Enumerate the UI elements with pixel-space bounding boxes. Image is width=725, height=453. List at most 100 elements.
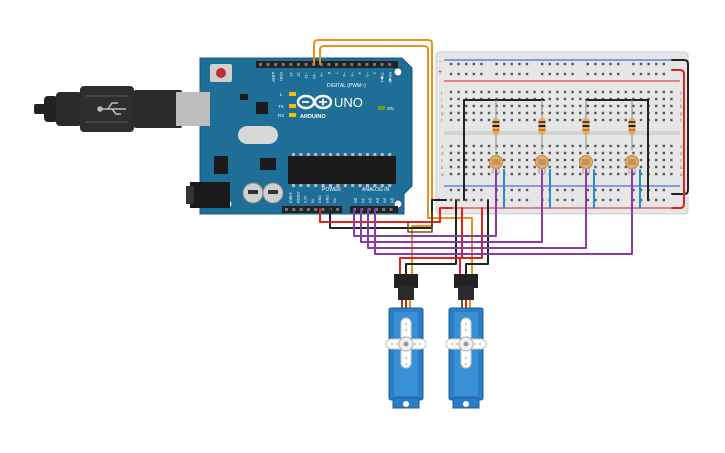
bb-rail-hole: [457, 72, 460, 76]
chip-pin: [336, 153, 340, 156]
bb-rail-hole: [594, 62, 597, 66]
power-pin-label: RESET: [296, 190, 300, 203]
bb-hole: [533, 144, 536, 148]
bb-rail-hole: [503, 72, 506, 76]
bb-hole: [563, 90, 567, 94]
bb-hole: [563, 165, 567, 169]
bb-hole: [518, 158, 521, 162]
bb-hole: [563, 111, 567, 115]
bb-rail-hole: [632, 198, 635, 202]
bb-rail-hole: [655, 188, 658, 192]
servo-horn-hole: [451, 343, 453, 345]
bb-hole: [548, 90, 551, 94]
bb-rail-hole: [563, 198, 567, 202]
atmega-chip: [288, 156, 396, 184]
bb-hole: [525, 165, 529, 169]
bb-hole: [571, 104, 574, 108]
bb-rail-hole: [655, 62, 658, 66]
bb-hole: [487, 90, 491, 94]
resistor-band: [538, 125, 546, 127]
bb-hole: [609, 111, 612, 115]
servo-shaft-screw: [403, 341, 409, 347]
bb-hole: [503, 90, 506, 94]
bb-rail-hole: [480, 72, 483, 76]
bb-hole: [480, 158, 483, 162]
wires: [313, 39, 689, 277]
header-hole: [382, 208, 386, 211]
bb-row-letter: j: [679, 90, 681, 95]
bb-rail-hole: [518, 72, 521, 76]
breadboard-components: [489, 100, 639, 174]
power-pin-label: 3.3V: [304, 195, 308, 203]
bb-hole: [594, 165, 597, 169]
bb-row-letter: d: [441, 151, 444, 156]
bb-hole: [594, 111, 597, 115]
bb-rail-hole: [609, 188, 612, 192]
bb-row-letter: f: [441, 118, 443, 123]
wire-orange-servo1-signal: [313, 39, 433, 277]
servo-horn-hole: [405, 329, 407, 331]
bb-hole: [449, 97, 453, 101]
bb-hole: [655, 172, 658, 176]
header-hole: [335, 63, 338, 66]
bb-rail-hole: [465, 198, 468, 202]
bb-rail-hole: [594, 72, 597, 76]
bb-hole: [457, 158, 460, 162]
chip-pin: [321, 184, 325, 187]
bb-rail-hole: [601, 198, 605, 202]
bb-hole: [655, 97, 658, 101]
bb-hole: [662, 104, 665, 108]
bb-hole: [525, 158, 529, 162]
bb-rail-hole: [472, 188, 475, 192]
bb-rail-hole: [662, 62, 665, 66]
servo-connector: [454, 274, 478, 288]
on-label: ON: [387, 106, 394, 111]
bb-rail-hole: [617, 198, 620, 202]
servo-horn-hole: [465, 357, 467, 359]
bb-hole: [548, 97, 551, 101]
wire-red-servo2-vcc: [459, 207, 483, 277]
bb-hole: [465, 144, 468, 148]
bb-hole: [624, 104, 627, 108]
bb-hole: [548, 118, 551, 122]
bb-rail-hole: [601, 188, 605, 192]
bb-hole: [457, 165, 460, 169]
breadboard-holes: [449, 62, 673, 202]
bb-hole: [556, 144, 559, 148]
bb-hole: [655, 144, 658, 148]
bb-hole: [487, 158, 491, 162]
bb-hole: [586, 104, 589, 108]
bb-rail-hole: [457, 62, 460, 66]
bb-hole: [609, 90, 612, 94]
header-hole: [336, 208, 340, 211]
bb-rail-hole: [556, 198, 559, 202]
bb-row-letter: f: [680, 118, 682, 123]
digital-pin-label: 7: [335, 72, 340, 75]
bb-hole: [670, 97, 673, 101]
digital-pin-label: 4: [357, 72, 362, 75]
bb-hole: [639, 151, 643, 155]
bb-hole: [495, 151, 498, 155]
bb-hole: [548, 144, 551, 148]
photoresistor-trace: [492, 159, 500, 165]
bb-hole: [609, 144, 612, 148]
bb-rail-hole: [601, 62, 605, 66]
header-hole: [259, 63, 262, 66]
bb-hole: [533, 165, 536, 169]
bb-hole: [518, 144, 521, 148]
bb-hole: [556, 104, 559, 108]
chip-pin: [373, 153, 377, 156]
header-hole: [367, 208, 371, 211]
bb-hole: [586, 151, 589, 155]
bb-rail-hole: [472, 62, 475, 66]
chip-pin: [373, 184, 377, 187]
bb-hole: [571, 111, 574, 115]
header-hole: [285, 208, 288, 211]
bb-rail-hole: [480, 188, 483, 192]
chip-pins: [292, 153, 392, 187]
bb-row-letter: h: [441, 104, 444, 109]
bb-hole: [487, 165, 491, 169]
bb-hole: [495, 90, 498, 94]
bb-hole: [632, 172, 635, 176]
